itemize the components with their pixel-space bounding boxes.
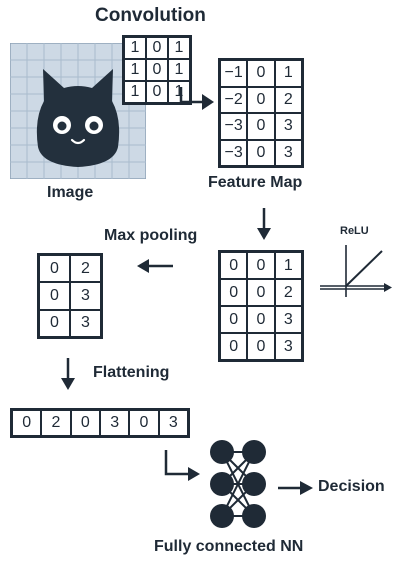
flattened-cell: 3	[100, 410, 130, 436]
kernel-cell: 1	[168, 59, 190, 81]
pooled-matrix: 0 2 0 3 0 3	[37, 253, 103, 339]
kernel-cell: 0	[146, 59, 168, 81]
arrow-icon	[164, 450, 200, 481]
feature-map-cell: 2	[274, 86, 302, 113]
relu-map-cell: 0	[220, 333, 248, 360]
feature-map-cell: −3	[220, 113, 248, 140]
pooled-cell: 0	[39, 255, 70, 283]
kernel-cell: 1	[168, 81, 190, 103]
feature-map-cell: 0	[247, 113, 275, 140]
pooled-cell: 0	[39, 282, 70, 310]
flattened-cell: 3	[158, 410, 188, 436]
image-label: Image	[47, 184, 94, 201]
flattened-cell: 0	[70, 410, 100, 436]
kernel-cell: 1	[168, 37, 190, 59]
arrow-icon	[61, 358, 75, 390]
fully-connected-nn-label: Fully connected NN	[154, 538, 304, 555]
kernel-cell: 1	[124, 59, 146, 81]
relu-map-cell: 0	[220, 279, 248, 306]
relu-map-matrix: 0 0 1 0 0 2 0 0 3 0 0 3	[218, 250, 304, 362]
pooled-cell: 2	[70, 255, 101, 283]
flattened-cell: 0	[129, 410, 159, 436]
relu-map-cell: 0	[247, 333, 275, 360]
arrow-icon	[278, 481, 313, 495]
relu-map-cell: 0	[247, 279, 275, 306]
relu-map-cell: 1	[274, 252, 302, 279]
feature-map-cell: 0	[247, 60, 275, 87]
pooled-cell: 0	[39, 309, 70, 337]
feature-map-cell: 3	[274, 113, 302, 140]
kernel-cell: 1	[124, 81, 146, 103]
flattening-label: Flattening	[93, 364, 170, 381]
feature-map-cell: 0	[247, 86, 275, 113]
flattened-cell: 0	[12, 410, 42, 436]
feature-map-cell: −1	[220, 60, 248, 87]
convolution-title: Convolution	[95, 5, 206, 26]
pooled-cell: 3	[70, 309, 101, 337]
feature-map-cell: −2	[220, 86, 248, 113]
relu-map-cell: 0	[247, 252, 275, 279]
relu-map-cell: 3	[274, 333, 302, 360]
flattened-vector: 0 2 0 3 0 3	[10, 408, 190, 438]
relu-label: ReLU	[340, 225, 369, 237]
max-pooling-label: Max pooling	[104, 227, 198, 244]
feature-map-matrix: −1 0 1 −2 0 2 −3 0 3 −3 0 3	[218, 58, 304, 168]
kernel-cell: 1	[124, 37, 146, 59]
arrow-icon	[257, 208, 271, 240]
relu-map-cell: 2	[274, 279, 302, 306]
relu-map-cell: 0	[220, 306, 248, 333]
relu-map-cell: 0	[247, 306, 275, 333]
kernel-matrix: 1 0 1 1 0 1 1 0 1	[122, 35, 192, 105]
neural-network-icon	[210, 440, 266, 528]
flattened-cell: 2	[41, 410, 71, 436]
cat-icon	[36, 69, 120, 167]
relu-map-cell: 0	[220, 252, 248, 279]
decision-label: Decision	[318, 478, 385, 495]
arrow-icon	[179, 87, 214, 110]
arrow-icon	[137, 259, 173, 273]
feature-map-cell: 1	[274, 60, 302, 87]
feature-map-cell: 3	[274, 139, 302, 166]
feature-map-cell: 0	[247, 139, 275, 166]
pooled-cell: 3	[70, 282, 101, 310]
kernel-cell: 0	[146, 81, 168, 103]
kernel-cell: 0	[146, 37, 168, 59]
feature-map-cell: −3	[220, 139, 248, 166]
relu-map-cell: 3	[274, 306, 302, 333]
relu-graph-icon	[320, 245, 392, 297]
feature-map-label: Feature Map	[208, 174, 303, 191]
